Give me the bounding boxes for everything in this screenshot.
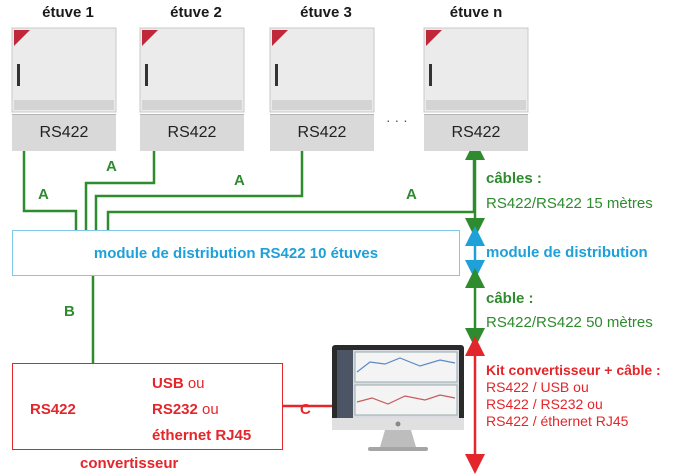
legend-cables-desc: RS422/RS422 15 mètres	[486, 195, 653, 212]
ellipsis: · · ·	[386, 112, 408, 128]
chamber-2-image	[139, 27, 245, 113]
legend-module-title: module de distribution	[486, 244, 648, 261]
chamber-1-image	[11, 27, 117, 113]
chamber-n-port: RS422	[424, 114, 528, 151]
cable-label-a1: A	[38, 186, 49, 203]
converter-rs232: RS232 ou	[152, 401, 219, 418]
chamber-3-port: RS422	[270, 114, 374, 151]
chamber-2-port: RS422	[140, 114, 244, 151]
converter-box	[12, 363, 283, 450]
computer-monitor-icon	[332, 345, 464, 451]
cable-label-a2: A	[106, 158, 117, 175]
legend-cable-title: câble :	[486, 290, 534, 307]
legend-cables-title: câbles :	[486, 170, 542, 187]
legend-kit-line2: RS422 / RS232 ou	[486, 396, 603, 412]
chamber-n-image	[423, 27, 529, 113]
cable-label-b: B	[64, 303, 75, 320]
legend-kit-title: Kit convertisseur + câble :	[486, 362, 661, 378]
legend-kit-line1: RS422 / USB ou	[486, 379, 589, 395]
cable-label-a4: A	[406, 186, 417, 203]
converter-usb: USB ou	[152, 375, 205, 392]
chamber-3-label: étuve 3	[300, 4, 352, 21]
converter-caption: convertisseur	[80, 455, 179, 472]
chamber-1-port: RS422	[12, 114, 116, 151]
legend-kit-line3: RS422 / éthernet RJ45	[486, 413, 629, 429]
chamber-3-image	[269, 27, 375, 113]
chamber-n-label: étuve n	[449, 4, 503, 21]
chamber-1-label: étuve 1	[42, 4, 94, 21]
cable-label-c: C	[300, 401, 311, 418]
converter-ethernet: éthernet RJ45	[152, 427, 252, 444]
chamber-2-label: étuve 2	[170, 4, 222, 21]
converter-input-label: RS422	[30, 401, 76, 418]
cable-label-a3: A	[234, 172, 245, 189]
legend-cable-desc: RS422/RS422 50 mètres	[486, 314, 653, 331]
distribution-module: module de distribution RS422 10 étuves	[12, 230, 460, 276]
